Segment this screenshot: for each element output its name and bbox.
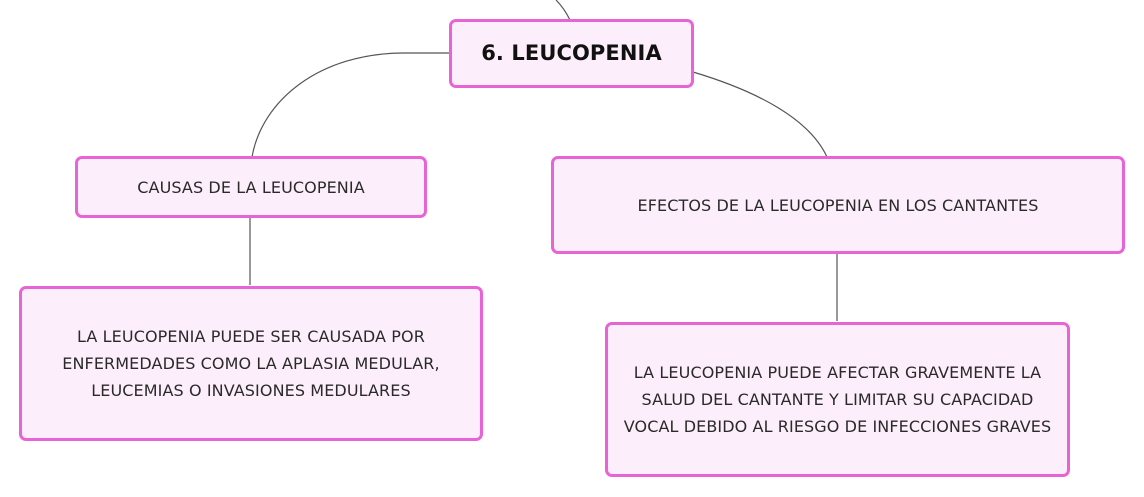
root-topic-node[interactable]: 6. LEUCOPENIA	[449, 19, 694, 88]
effects-topic-label: EFECTOS DE LA LEUCOPENIA EN LOS CANTANTE…	[637, 195, 1039, 215]
effects-detail-node[interactable]: LA LEUCOPENIA PUEDE AFECTAR GRAVEMENTE L…	[605, 322, 1070, 477]
causes-detail-node[interactable]: LA LEUCOPENIA PUEDE SER CAUSADA POR ENFE…	[19, 286, 483, 441]
root-topic-label: 6. LEUCOPENIA	[481, 41, 662, 65]
effects-topic-node[interactable]: EFECTOS DE LA LEUCOPENIA EN LOS CANTANTE…	[551, 156, 1125, 254]
connector-from-parent	[555, 0, 571, 21]
causes-topic-label: CAUSAS DE LA LEUCOPENIA	[137, 177, 365, 197]
connector-root-to-causes	[251, 52, 449, 158]
effects-detail-text: LA LEUCOPENIA PUEDE AFECTAR GRAVEMENTE L…	[623, 363, 1052, 436]
causes-detail-text: LA LEUCOPENIA PUEDE SER CAUSADA POR ENFE…	[62, 327, 440, 400]
causes-topic-node[interactable]: CAUSAS DE LA LEUCOPENIA	[75, 156, 427, 218]
connector-root-to-effects	[692, 71, 828, 158]
